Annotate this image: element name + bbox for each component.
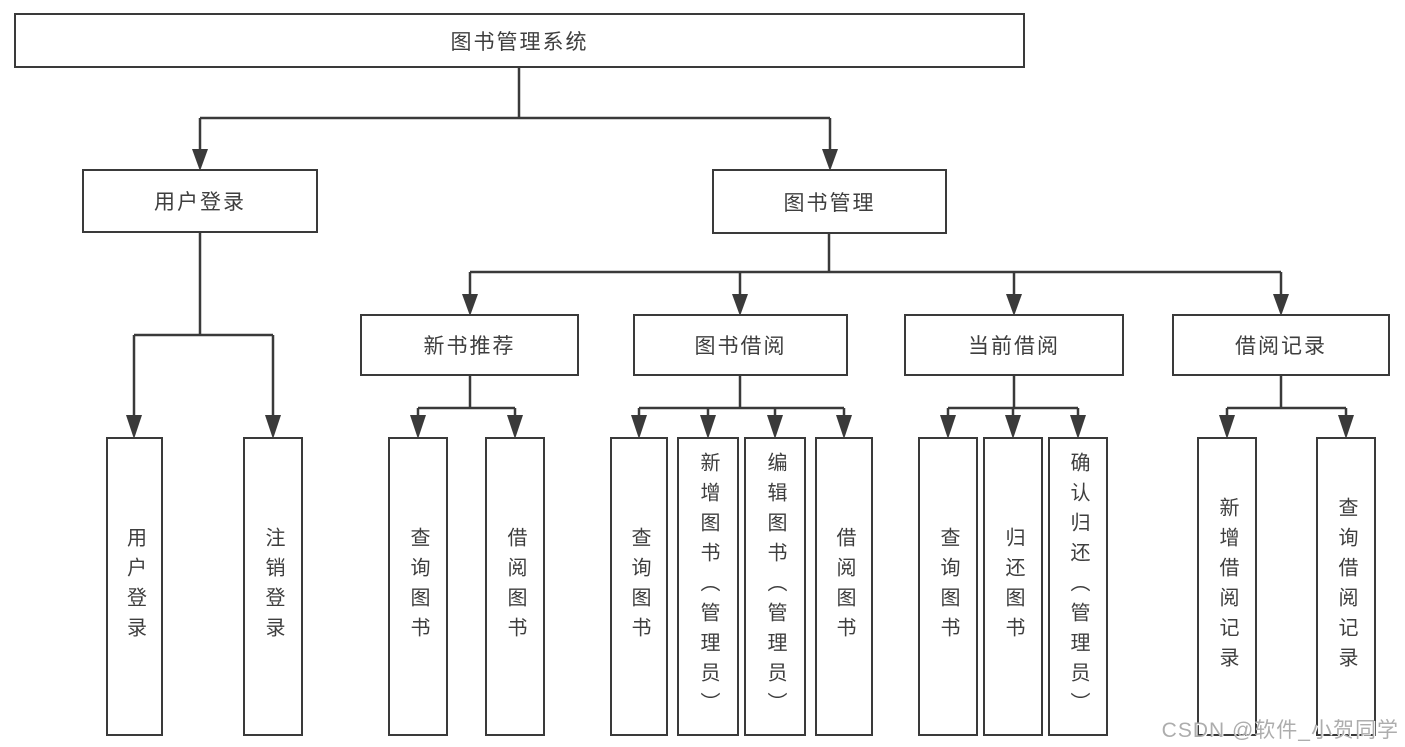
node-library-system: 图书管理系统 — [14, 13, 1025, 68]
node-new-book-recommend-label: 新书推荐 — [423, 335, 516, 358]
node-current-borrowing: 当前借阅 — [904, 314, 1124, 376]
leaf-edit-books-admin: 编辑图书（管理员） — [744, 437, 806, 736]
leaf-query-books-recommend: 查询图书 — [388, 437, 448, 736]
node-user-login: 用户登录 — [82, 169, 318, 233]
arrow-down-icon — [767, 415, 783, 439]
arrow-down-icon — [265, 415, 281, 439]
connector-records — [1227, 376, 1346, 410]
connector-root — [200, 68, 830, 120]
leaf-query-books-current-label: 查询图书 — [937, 526, 959, 647]
leaf-logout-label: 注销登录 — [262, 526, 284, 647]
leaf-edit-books-admin-label: 编辑图书（管理员） — [764, 451, 786, 722]
leaf-borrow-books-recommend: 借阅图书 — [485, 437, 545, 736]
leaf-confirm-return-admin-label: 确认归还（管理员） — [1067, 451, 1089, 722]
leaf-return-books: 归还图书 — [983, 437, 1043, 736]
connector-user-login — [134, 233, 273, 337]
leaf-query-borrow-record-label: 查询借阅记录 — [1335, 496, 1357, 677]
leaf-confirm-return-admin: 确认归还（管理员） — [1048, 437, 1108, 736]
arrow-down-icon — [1005, 415, 1021, 439]
connector-current — [948, 376, 1078, 410]
node-borrow-records-label: 借阅记录 — [1235, 335, 1327, 358]
arrow-down-icon — [462, 294, 478, 316]
leaf-return-books-label: 归还图书 — [1002, 526, 1024, 647]
node-book-borrowing-label: 图书借阅 — [694, 335, 787, 358]
leaf-query-books-borrowing-label: 查询图书 — [628, 526, 650, 647]
leaf-add-books-admin: 新增图书（管理员） — [677, 437, 739, 736]
leaf-query-books-recommend-label: 查询图书 — [407, 526, 429, 647]
connector-borrow — [639, 376, 844, 410]
leaf-query-borrow-record: 查询借阅记录 — [1316, 437, 1376, 736]
arrow-down-icon — [732, 294, 748, 316]
arrow-down-icon — [1338, 415, 1354, 439]
node-borrow-records: 借阅记录 — [1172, 314, 1390, 376]
node-library-system-label: 图书管理系统 — [450, 30, 589, 54]
arrow-down-icon — [410, 415, 426, 439]
leaf-add-books-admin-label: 新增图书（管理员） — [697, 451, 719, 722]
leaf-user-login: 用户登录 — [106, 437, 163, 736]
arrow-down-icon — [1273, 294, 1289, 316]
arrow-down-icon — [126, 415, 142, 439]
arrow-down-icon — [940, 415, 956, 439]
node-user-login-label: 用户登录 — [154, 191, 246, 214]
leaf-add-borrow-record-label: 新增借阅记录 — [1216, 496, 1238, 677]
node-book-management-label: 图书管理 — [783, 191, 876, 215]
leaf-query-books-borrowing: 查询图书 — [610, 437, 668, 736]
arrow-down-icon — [631, 415, 647, 439]
arrow-down-icon — [700, 415, 716, 439]
connector-book-mgmt — [470, 233, 1281, 274]
arrow-down-icon — [507, 415, 523, 439]
arrow-down-icon — [1219, 415, 1235, 439]
arrow-down-icon — [192, 149, 208, 171]
arrow-down-icon — [1070, 415, 1086, 439]
leaf-borrow-books-recommend-label: 借阅图书 — [504, 526, 526, 647]
arrowhead-icons — [126, 149, 1354, 439]
leaf-logout: 注销登录 — [243, 437, 303, 736]
csdn-watermark: CSDN @软件_小贺同学 — [1161, 719, 1399, 742]
node-new-book-recommend: 新书推荐 — [360, 314, 579, 376]
leaf-user-login-label: 用户登录 — [123, 526, 146, 647]
arrow-down-icon — [836, 415, 852, 439]
connector-new-book — [418, 376, 515, 410]
arrow-down-icon — [1006, 294, 1022, 316]
leaf-borrow-books: 借阅图书 — [815, 437, 873, 736]
leaf-add-borrow-record: 新增借阅记录 — [1197, 437, 1257, 736]
node-current-borrowing-label: 当前借阅 — [968, 335, 1060, 358]
node-book-borrowing: 图书借阅 — [633, 314, 848, 376]
leaf-borrow-books-label: 借阅图书 — [833, 526, 855, 647]
node-book-management: 图书管理 — [712, 169, 947, 234]
arrow-down-icon — [822, 149, 838, 171]
leaf-query-books-current: 查询图书 — [918, 437, 978, 736]
